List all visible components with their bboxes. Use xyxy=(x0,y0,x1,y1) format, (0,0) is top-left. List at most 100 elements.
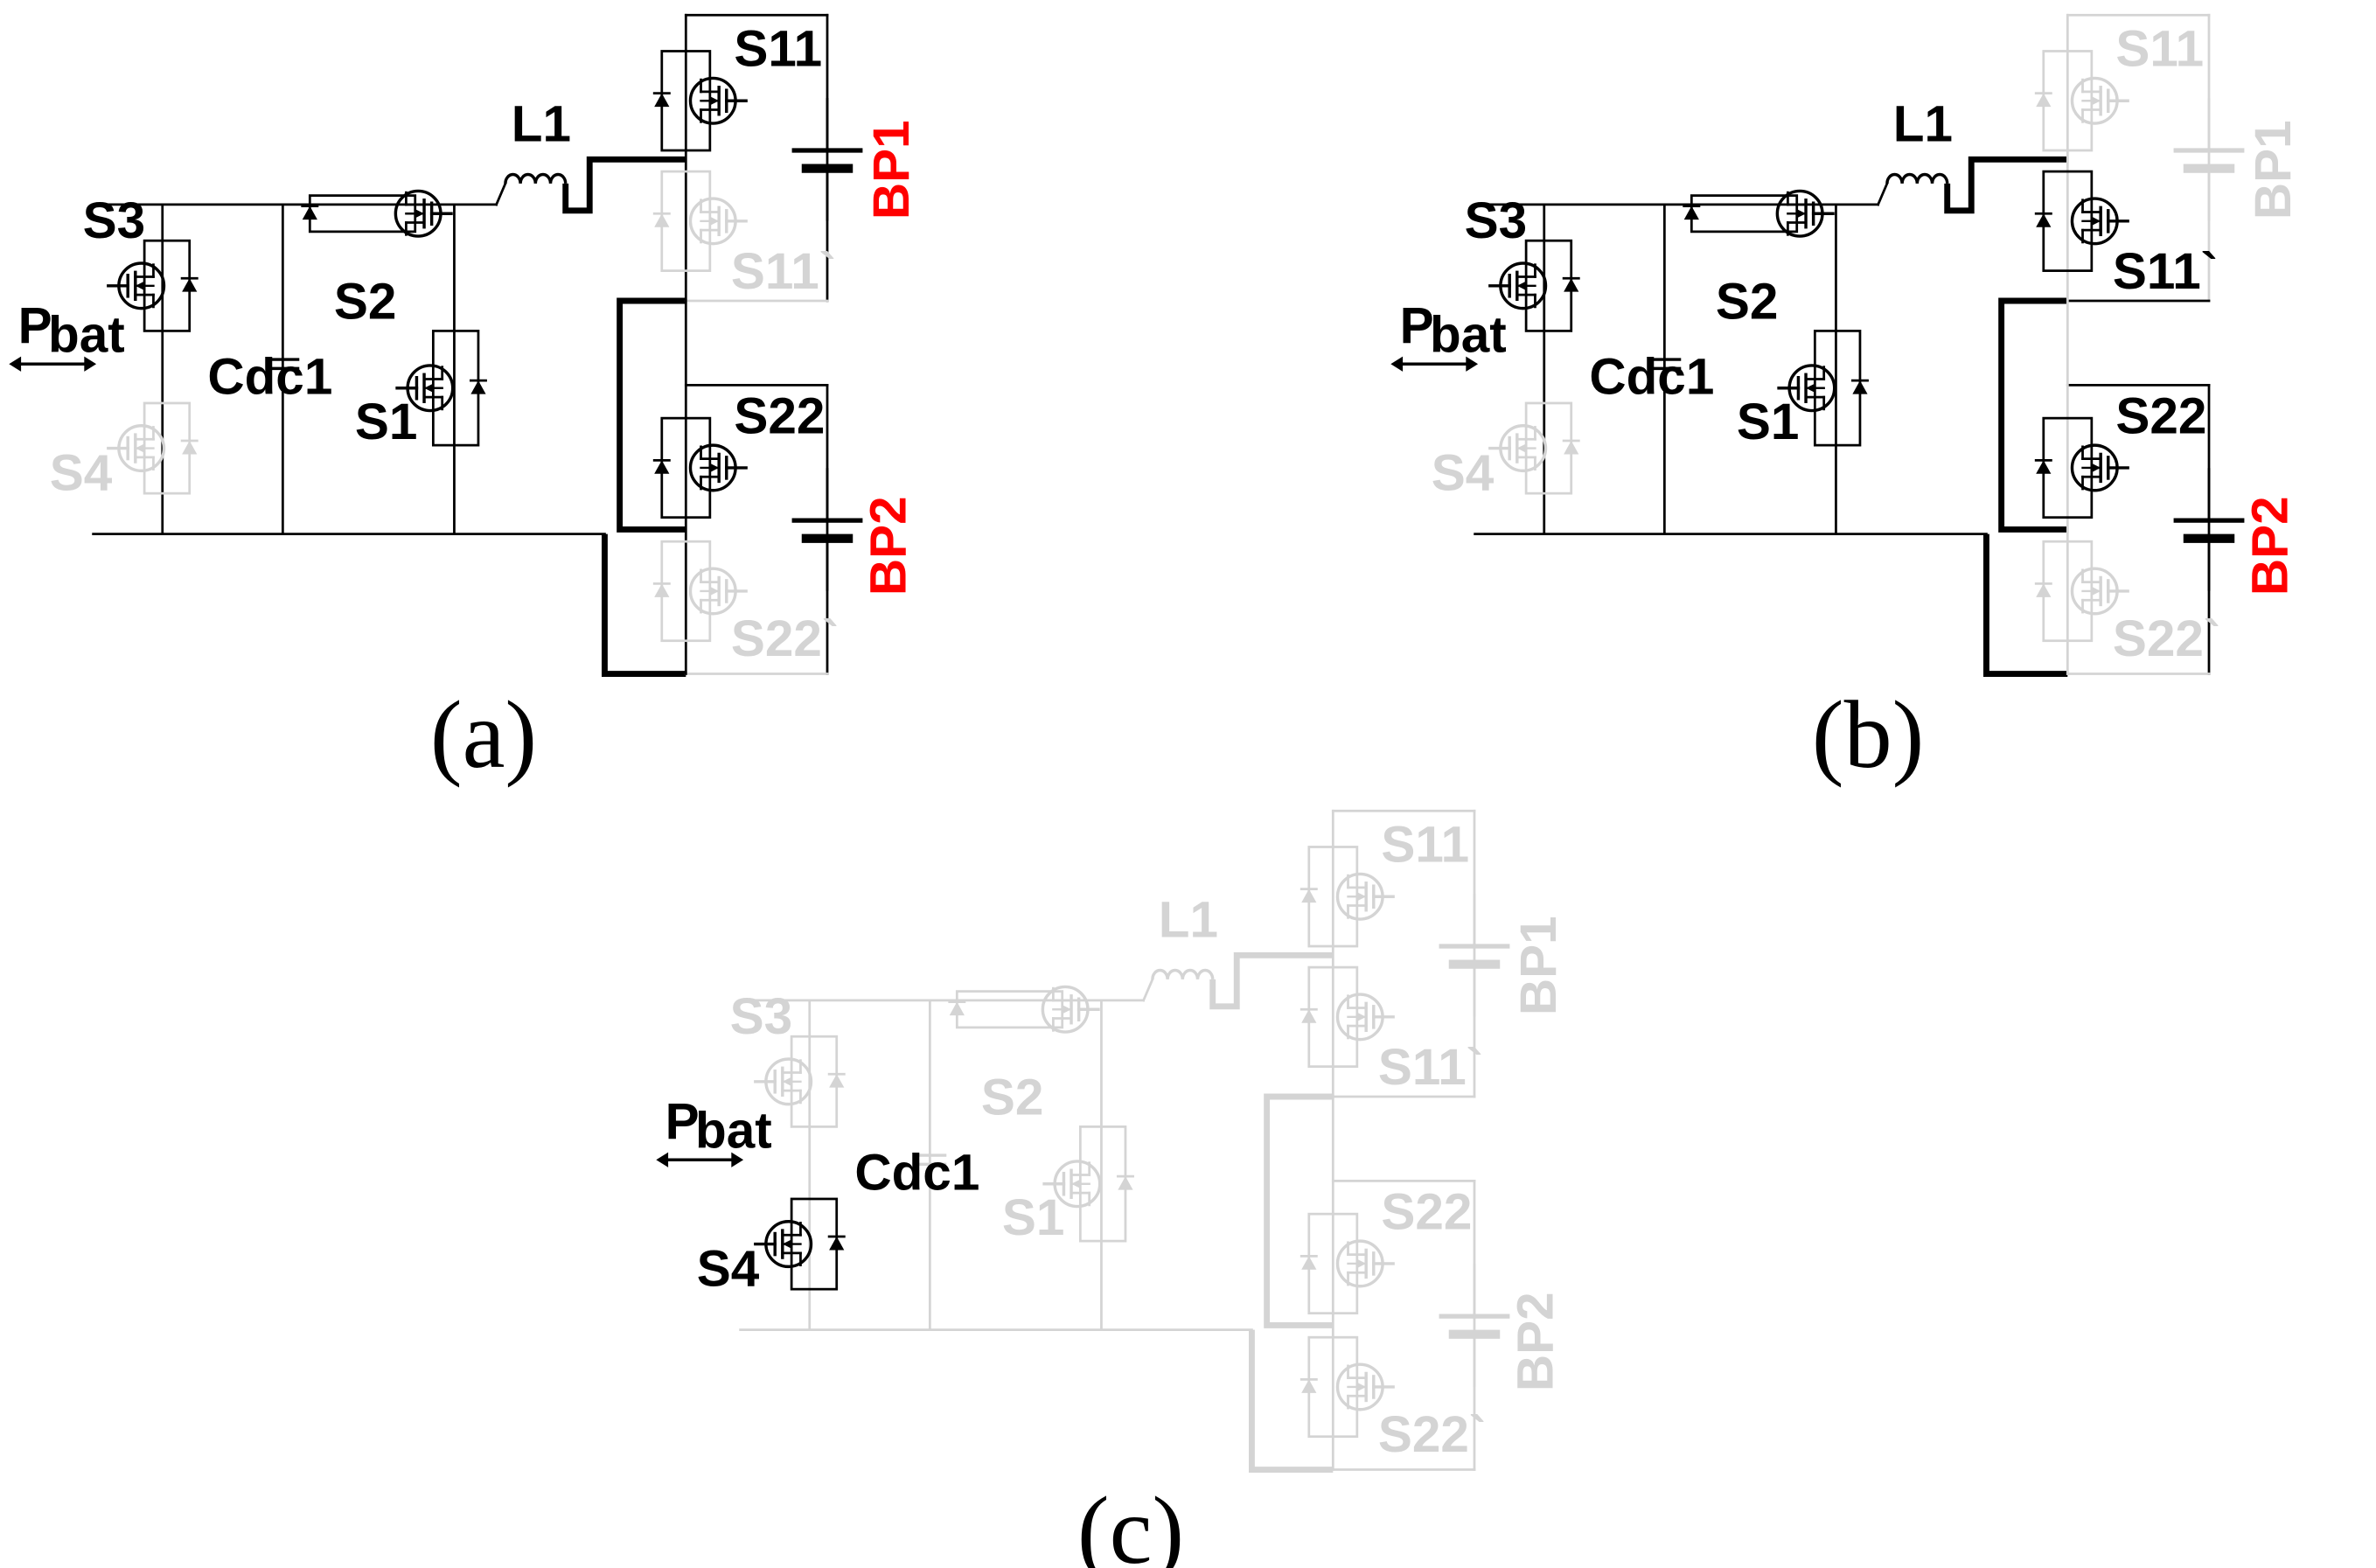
label-l1: L1 xyxy=(1893,96,1953,153)
switch-s11-mosfet xyxy=(1335,872,1395,921)
left-wiring xyxy=(1474,203,1988,535)
label-s22p: S22` xyxy=(2113,610,2221,667)
label-s11p: S11` xyxy=(1378,1039,1483,1096)
label-s4: S4 xyxy=(50,445,113,502)
label-bp2: BP2 xyxy=(860,496,916,596)
battery-path xyxy=(562,13,829,678)
switch-s3-mosfet xyxy=(1488,261,1548,310)
switch-s3 xyxy=(1488,239,1580,332)
switch-s22p xyxy=(2034,540,2129,643)
label-cdc1: Cdc1 xyxy=(207,349,332,406)
battery-bp1 xyxy=(1439,894,1510,1017)
label-s4: S4 xyxy=(697,1241,760,1298)
label-s3: S3 xyxy=(730,988,793,1045)
inductor-l1 xyxy=(504,172,568,184)
switch-s1 xyxy=(1777,330,1869,447)
label-s22p: S22` xyxy=(1378,1406,1487,1463)
label-s1: S1 xyxy=(1002,1189,1065,1246)
label-l1: L1 xyxy=(1159,892,1218,949)
switch-s4 xyxy=(754,1197,846,1291)
panel-a: PbatS3S4Cdc1S2S1L1S11S11`S22S22`BP1BP2(a… xyxy=(9,13,920,788)
pbat-label: P xyxy=(665,1093,700,1150)
switch-s2-mosfet xyxy=(1041,985,1100,1034)
switch-s1 xyxy=(395,330,487,447)
label-s1: S1 xyxy=(355,394,418,450)
switch-s3-mosfet xyxy=(754,1057,813,1106)
left-wiring xyxy=(739,999,1253,1331)
label-s4: S4 xyxy=(1432,445,1495,502)
switch-s1 xyxy=(1042,1125,1134,1243)
switch-s22p xyxy=(652,540,748,643)
switch-s1-mosfet xyxy=(395,364,455,413)
label-s22: S22 xyxy=(1381,1183,1472,1240)
switch-s2 xyxy=(1683,189,1835,238)
switch-s1-mosfet xyxy=(1777,364,1836,413)
battery-bp2 xyxy=(791,468,863,591)
left-wiring xyxy=(92,203,606,535)
switch-s22-mosfet xyxy=(688,443,748,492)
pbat-sub: bat xyxy=(1430,306,1507,363)
switch-s4-mosfet xyxy=(754,1220,813,1269)
capacitor-cdc1 xyxy=(266,358,300,371)
switch-s22-mosfet xyxy=(2070,443,2129,492)
label-bp1: BP1 xyxy=(863,120,920,220)
switch-s22 xyxy=(652,416,748,519)
capacitor-cdc1 xyxy=(913,1153,947,1167)
switch-s11p-mosfet xyxy=(2070,197,2129,246)
panel-caption: (c) xyxy=(1077,1477,1184,1568)
label-s3: S3 xyxy=(1465,192,1528,249)
inductor-l1 xyxy=(1151,968,1215,979)
switch-s11p xyxy=(2034,170,2129,272)
battery-bp1 xyxy=(791,98,863,221)
switch-s3 xyxy=(107,239,199,332)
label-s11p: S11` xyxy=(2113,243,2218,300)
label-s11p: S11` xyxy=(731,243,836,300)
switch-s2 xyxy=(301,189,453,238)
label-s22: S22 xyxy=(2115,387,2206,444)
inductor-l1 xyxy=(1885,172,1949,184)
battery-path xyxy=(1209,809,1476,1474)
switch-s11 xyxy=(1299,846,1395,948)
switch-s4 xyxy=(107,401,199,495)
switch-s4 xyxy=(1488,401,1580,495)
label-s11: S11 xyxy=(734,21,822,78)
switch-s3-mosfet xyxy=(107,261,166,310)
label-bp2: BP2 xyxy=(1507,1292,1564,1391)
pbat-label: P xyxy=(18,297,52,354)
switch-s4-mosfet xyxy=(107,424,166,473)
label-s2: S2 xyxy=(981,1070,1044,1126)
switch-s11p xyxy=(652,170,748,272)
switch-s22-mosfet xyxy=(1335,1239,1395,1288)
label-cdc1: Cdc1 xyxy=(1589,349,1714,406)
label-s22p: S22` xyxy=(731,610,840,667)
pbat-label: P xyxy=(1400,297,1434,354)
switch-s1-mosfet xyxy=(1042,1160,1102,1209)
switch-s22p-mosfet xyxy=(1335,1362,1395,1411)
switch-s11 xyxy=(652,50,748,152)
label-s1: S1 xyxy=(1737,394,1800,450)
switch-s11p xyxy=(1299,965,1395,1068)
label-bp2: BP2 xyxy=(2241,496,2298,596)
switch-s11p-mosfet xyxy=(688,197,748,246)
panel-c: PbatS3S4Cdc1S2S1L1S11S11`S22S22`BP1BP2(c… xyxy=(656,809,1567,1568)
label-s22: S22 xyxy=(734,387,825,444)
switch-s11p-mosfet xyxy=(1335,993,1395,1042)
switch-s22p xyxy=(1299,1335,1395,1439)
panel-b: PbatS3S4Cdc1S2S1L1S11S11`S22S22`BP1BP2(b… xyxy=(1390,13,2302,788)
switch-s3 xyxy=(754,1035,846,1128)
label-bp1: BP1 xyxy=(1510,916,1567,1015)
label-cdc1: Cdc1 xyxy=(854,1145,979,1202)
switch-s11-mosfet xyxy=(2070,76,2129,125)
label-s2: S2 xyxy=(1716,274,1779,331)
battery-bp2 xyxy=(2173,468,2245,591)
label-bp1: BP1 xyxy=(2245,120,2302,220)
switch-s22p-mosfet xyxy=(2070,567,2129,616)
switch-s2 xyxy=(948,985,1100,1034)
switch-s2-mosfet xyxy=(1775,189,1835,238)
label-s11: S11 xyxy=(2115,21,2204,78)
pbat-sub: bat xyxy=(695,1102,772,1159)
switch-s22 xyxy=(2034,416,2129,519)
